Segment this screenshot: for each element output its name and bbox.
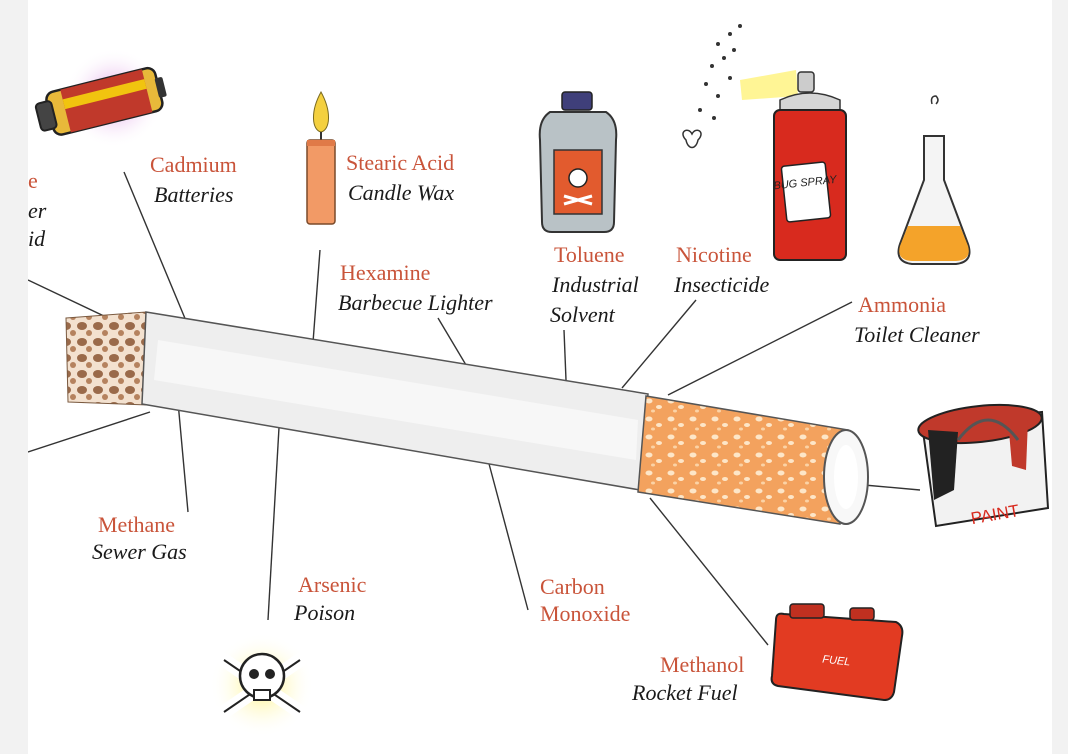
diagram-canvas: BUG SPRAY PAINT: [28, 0, 1052, 754]
label-batteries: Batteries: [154, 182, 234, 207]
label-hexamine: Hexamine: [340, 260, 431, 285]
fuel-can-icon: FUEL: [770, 603, 904, 702]
battery-icon: [34, 48, 167, 148]
label-methanol: Methanol: [660, 652, 745, 677]
flask-icon: [897, 95, 971, 265]
leader-line-left-bottom: [28, 411, 151, 453]
label-poison: Poison: [294, 600, 356, 625]
leader-line-arsenic: [267, 409, 281, 621]
cut-label-2: er: [28, 198, 47, 223]
leader-line-ammonia: [667, 301, 853, 396]
label-toilet-cleaner: Toilet Cleaner: [854, 322, 980, 347]
label-ammonia: Ammonia: [858, 292, 946, 317]
candle-icon: [306, 90, 336, 225]
label-carbon: Carbon: [540, 574, 605, 599]
paint-can-icon: PAINT: [917, 403, 1050, 528]
label-rocket-fuel: Rocket Fuel: [632, 680, 738, 705]
label-methane: Methane: [98, 512, 175, 537]
cut-label-3: id: [28, 226, 46, 251]
cigarette-icon: [65, 311, 869, 525]
leader-line-paint: [863, 484, 921, 491]
label-candle-wax: Candle Wax: [348, 180, 455, 205]
poison-bottle-icon: [538, 91, 618, 233]
label-monoxide: Monoxide: [540, 601, 631, 626]
label-barbecue-lighter: Barbecue Lighter: [338, 290, 493, 315]
skull-crossbones-icon: [210, 633, 314, 737]
leader-line-toluene: [563, 329, 567, 381]
label-industrial: Industrial: [552, 272, 639, 297]
label-toluene: Toluene: [554, 242, 625, 267]
label-cadmium: Cadmium: [150, 152, 237, 177]
leader-line-nicotine: [621, 299, 697, 389]
label-solvent: Solvent: [550, 302, 615, 327]
cut-label-1: e: [28, 168, 38, 193]
label-nicotine: Nicotine: [676, 242, 752, 267]
label-insecticide: Insecticide: [674, 272, 770, 297]
leader-line-methanol: [649, 497, 769, 646]
leader-lines: [28, 171, 921, 646]
label-sewer-gas: Sewer Gas: [92, 539, 187, 564]
leader-line-carbon-monoxide: [487, 459, 529, 611]
fuel-text: FUEL: [822, 654, 851, 669]
label-arsenic: Arsenic: [298, 572, 367, 597]
illustration: BUG SPRAY PAINT: [28, 24, 1050, 737]
label-stearic-acid: Stearic Acid: [346, 150, 455, 175]
bug-spray-can-icon: BUG SPRAY: [682, 24, 847, 261]
